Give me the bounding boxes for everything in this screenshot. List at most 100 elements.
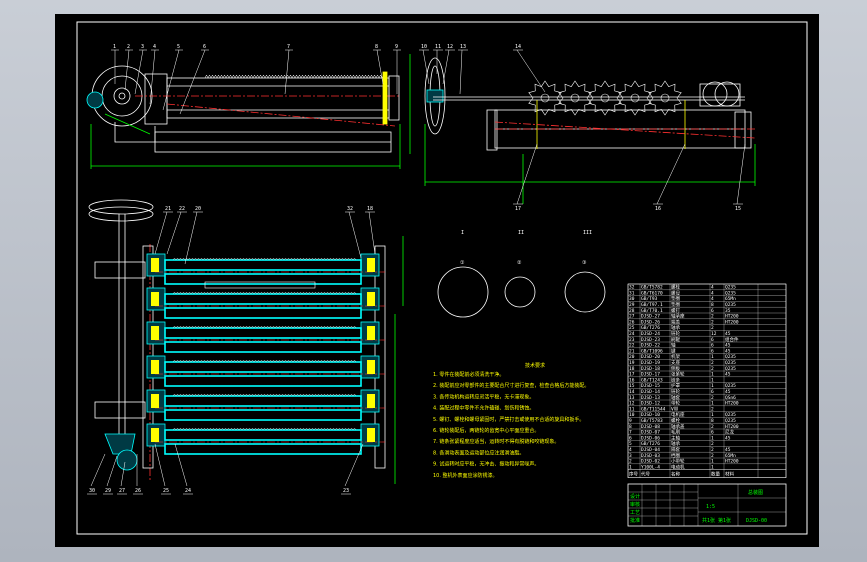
bom-cell: 2 — [711, 453, 714, 459]
roller-teeth — [172, 393, 357, 397]
sprocket — [558, 80, 592, 116]
leader-line — [154, 443, 166, 487]
bom-cell: DJSD-22 — [641, 343, 660, 349]
section-circle-2 — [504, 276, 536, 308]
part-label: 10 — [421, 44, 427, 50]
bom-cell: 65Mn — [725, 453, 736, 459]
sprocket-hub — [600, 93, 610, 103]
bom-cell: 45 — [725, 331, 731, 337]
bom-cell: DJSD-12 — [641, 401, 660, 407]
bom-cell: 2 — [711, 406, 714, 412]
sprocket — [588, 80, 622, 116]
roller-end-left — [151, 428, 159, 442]
roller-body — [164, 259, 362, 271]
part-label: 8 — [375, 44, 378, 50]
part-label: 17 — [515, 206, 521, 212]
leader-line — [442, 49, 450, 85]
bom-cell: 30 — [629, 296, 635, 302]
pulley-hub — [118, 92, 126, 100]
bom-cell: 链轮 — [671, 330, 680, 337]
belt-line — [104, 113, 151, 135]
bom-cell: 尼龙 — [725, 429, 734, 436]
bom-cell: 9 — [629, 418, 632, 424]
cl-red-diag — [494, 121, 756, 139]
bom-cell: GB/T5782 — [641, 285, 663, 291]
bom-cell: 6 — [711, 389, 714, 395]
part-label: 18 — [367, 206, 373, 212]
bom-cell: QSn6 — [725, 395, 736, 401]
bom-cell: 主轴 — [671, 434, 680, 441]
section-circle-1 — [437, 266, 489, 318]
part-label: 5 — [177, 44, 180, 50]
sprocket-hub — [630, 93, 640, 103]
leader-line — [106, 455, 118, 487]
bom-cell: 螺母 — [671, 289, 680, 296]
part-label: 16 — [655, 206, 661, 212]
section-roman-label: III — [583, 230, 592, 236]
part-label: 29 — [105, 488, 111, 494]
roll-body — [166, 77, 390, 119]
bom-cell: 18 — [629, 366, 635, 372]
roller-end-left — [151, 258, 159, 272]
roller-end-right — [367, 292, 375, 306]
part-label: 26 — [135, 488, 141, 494]
bottom-wheel — [116, 449, 138, 471]
bom-cell: DJSD-02 — [641, 459, 660, 465]
bom-cell: 4 — [629, 447, 632, 453]
bom-cell: DJSD-23 — [641, 337, 660, 343]
part-label: 6 — [203, 44, 206, 50]
notes-line: 5. 螺钉、螺栓和螺母紧固时，严禁打击或使用不合适的旋具和扳手。 — [433, 416, 584, 423]
bom-cell: 链条 — [671, 376, 680, 383]
bom-cell: 6 — [711, 343, 714, 349]
leader-line — [348, 211, 362, 259]
sprocket — [648, 80, 682, 116]
part-label: 27 — [119, 488, 125, 494]
notes-title: 技术要求 — [525, 362, 545, 369]
title-frame — [627, 483, 787, 527]
bom-cell: Q235 — [725, 418, 736, 424]
bom-cell: GB/T5783 — [641, 418, 663, 424]
bom-cell: 31 — [629, 290, 635, 296]
bearing-block-top — [94, 261, 146, 279]
bom-cell: 轴承座 — [671, 313, 685, 320]
plan-pulley-2 — [88, 206, 154, 222]
part-label: 3 — [141, 44, 144, 50]
bom-cell: 8 — [711, 418, 714, 424]
roller-end-right — [367, 360, 375, 374]
bom-cell: DJSD-17 — [641, 372, 660, 378]
bom-cell: 2 — [629, 459, 632, 465]
leader-line — [656, 143, 686, 205]
bom-cell: 27 — [629, 314, 635, 320]
bom-cell: GB/T276 — [641, 325, 660, 331]
section-roman-label: I — [461, 230, 464, 236]
sprocket — [528, 80, 562, 116]
roller-body-lower — [164, 409, 362, 421]
part-label: 22 — [179, 206, 185, 212]
bearing-block-bottom — [94, 401, 146, 419]
part-label: 32 — [347, 206, 353, 212]
bom-cell: 挡圈 — [671, 452, 680, 459]
bom-cell: DJSD-20 — [641, 354, 660, 360]
drawing-number: DJSD-00 — [746, 518, 767, 524]
bom-cell: 3 — [629, 453, 632, 459]
notes-line: 8. 各滑动表面及运动部位应注润滑油脂。 — [433, 449, 524, 456]
bom-cell: 28 — [629, 308, 635, 314]
bom-cell: 14 — [629, 389, 635, 395]
bom-cell: 机架 — [671, 353, 680, 360]
bom-cell: 垫圈 — [671, 295, 680, 302]
bom-cell: 轴 — [671, 342, 676, 349]
part-label: 30 — [89, 488, 95, 494]
roll-centerline-2 — [166, 103, 396, 127]
part-label: 21 — [165, 206, 171, 212]
roller-body-lower — [164, 341, 362, 353]
bom-cell: 端盖 — [671, 318, 680, 325]
bom-cell: 29 — [629, 302, 635, 308]
bom-cell: 电机座 — [671, 411, 685, 418]
bom-cell: Q235 — [725, 354, 736, 360]
roll-teeth — [204, 74, 386, 79]
part-label: 11 — [435, 44, 441, 50]
